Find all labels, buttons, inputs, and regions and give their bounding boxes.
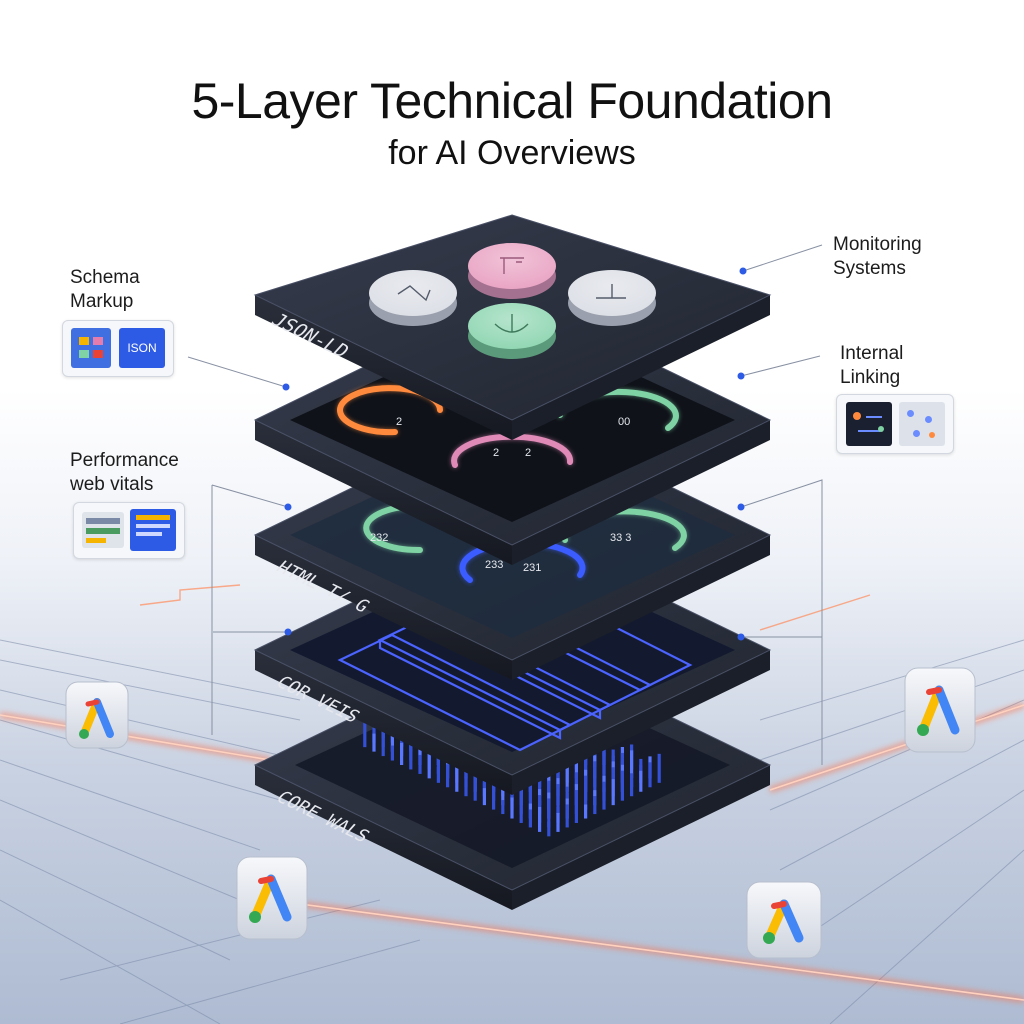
bar-field-bar [501, 777, 505, 806]
bar-field-bar [482, 788, 486, 806]
schema-node-green [468, 303, 556, 359]
bar-field-bar [611, 779, 615, 806]
bar-field-bar [436, 766, 440, 783]
bar-field-bar [574, 749, 578, 779]
bar-field-bar [593, 796, 597, 815]
json-badge: ISON [119, 328, 165, 368]
layer-3-ring-3a-value: 233 [485, 559, 503, 571]
bar-field-bar [381, 731, 385, 757]
connector-lines [187, 244, 823, 765]
bar-field-bar [455, 761, 459, 792]
bar-field-bar [584, 804, 588, 819]
bar-field-bar [620, 770, 624, 801]
google-ads-icon [904, 667, 976, 753]
schema-node-gray-left [369, 270, 457, 326]
bar-field-bar [400, 743, 404, 765]
bar-field-bar [593, 767, 597, 797]
bar-field-bar [446, 764, 450, 788]
schema-node-gray-right [568, 270, 656, 326]
bar-field-bar [390, 722, 394, 752]
layer-3-ring-2-value: 33 3 [610, 532, 631, 544]
google-ads-icon [746, 881, 822, 959]
bar-field-bar [409, 740, 413, 770]
bar-field-bar [611, 749, 615, 761]
bar-field-bar [528, 809, 532, 828]
bar-field-bar [519, 794, 523, 823]
bar-field-bar [556, 812, 560, 832]
google-ads-icon [65, 681, 129, 749]
layer-1: JSON-LD [253, 214, 772, 440]
performance-web-vitals-label: Performance web vitals [70, 450, 179, 495]
connector-dots [282, 267, 747, 641]
bar-field-bar [547, 821, 551, 837]
bar-field-bar [464, 776, 468, 797]
bar-field-bar [547, 798, 551, 828]
schema-markup-label: Schema Markup [70, 267, 140, 312]
schema-node-pink [468, 243, 556, 299]
floor-lines [0, 639, 1024, 1024]
bar-field-bar [390, 745, 394, 761]
bar-field-bar [538, 806, 542, 832]
bar-field-bar [657, 753, 661, 783]
page-subtitle: for AI Overviews [388, 134, 636, 172]
link-graph-dark-icon [846, 402, 892, 446]
bar-field-bar [639, 770, 643, 792]
layer-2-ring-3b-value: 2 [525, 447, 531, 459]
bar-field-bar [473, 773, 477, 801]
google-ads-icon [236, 856, 308, 940]
bar-field-bar [648, 762, 652, 788]
page-title: 5-Layer Technical Foundation [191, 73, 833, 129]
bar-field-bar [427, 752, 431, 779]
layer-2-ring-3a-value: 2 [493, 447, 499, 459]
dashboard-icon [130, 509, 176, 551]
bar-field-bar [630, 750, 634, 779]
bar-field-bar [372, 733, 376, 752]
layer-2-ring-1-value: 2 [396, 416, 402, 428]
bar-field-bar [501, 800, 505, 815]
link-graph-light-icon [899, 402, 945, 446]
schema-diagram-icon [71, 328, 111, 368]
bar-field-bar [492, 785, 496, 810]
bar-field-bar [556, 784, 560, 815]
performance-thumbnail [73, 502, 185, 559]
metrics-panel-icon [82, 512, 124, 548]
layer-3-ring-3b-value: 231 [523, 562, 541, 574]
layer-3-ring-1-value: 232 [370, 532, 388, 544]
bar-field-bar [528, 780, 532, 810]
bar-field-bar [565, 804, 569, 828]
monitoring-systems-label: Monitoring Systems [833, 234, 922, 279]
glow-traces [0, 584, 1024, 1003]
bar-field-bar [565, 763, 569, 792]
internal-linking-thumbnail [836, 394, 954, 454]
internal-linking-label: Internal Linking [840, 343, 904, 388]
bar-field-bar [418, 754, 422, 774]
bar-field-bar [363, 719, 367, 748]
schema-markup-thumbnail: ISON [62, 320, 174, 377]
bar-field-bar [510, 797, 514, 819]
layer-2-ring-2-value: 00 [618, 416, 630, 428]
bar-field-bar [630, 779, 634, 797]
bar-field-bar [602, 787, 606, 810]
bar-field-bar [584, 781, 588, 810]
bar-field-bar [574, 795, 578, 823]
bar-field-bar [602, 752, 606, 783]
